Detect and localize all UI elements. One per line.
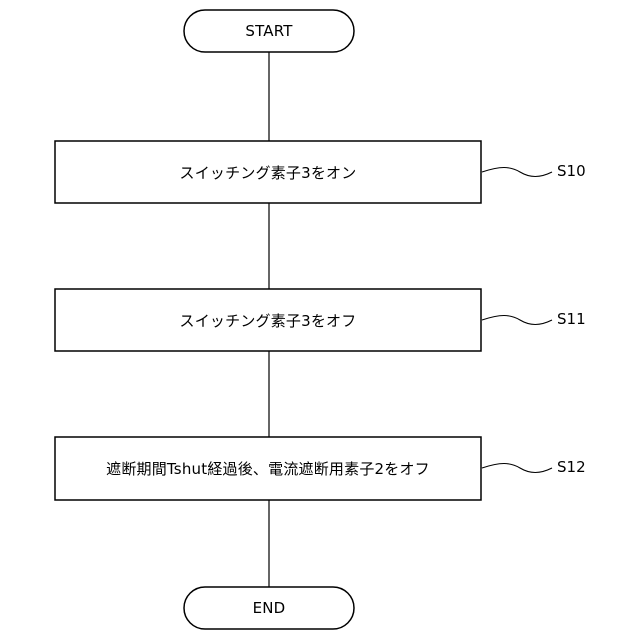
start-label: START xyxy=(184,10,354,52)
step-id-s12: S12 xyxy=(557,458,586,476)
leader-line-s10 xyxy=(482,168,552,177)
leader-line-s11 xyxy=(482,316,552,325)
step-id-s10: S10 xyxy=(557,162,586,180)
process-label-s10: スイッチング素子3をオン xyxy=(55,141,481,203)
leader-line-s12 xyxy=(482,464,552,473)
process-label-s11: スイッチング素子3をオフ xyxy=(55,289,481,351)
process-label-s12: 遮断期間Tshut経過後、電流遮断用素子2をオフ xyxy=(55,437,481,500)
end-label: END xyxy=(184,587,354,629)
step-id-s11: S11 xyxy=(557,310,586,328)
